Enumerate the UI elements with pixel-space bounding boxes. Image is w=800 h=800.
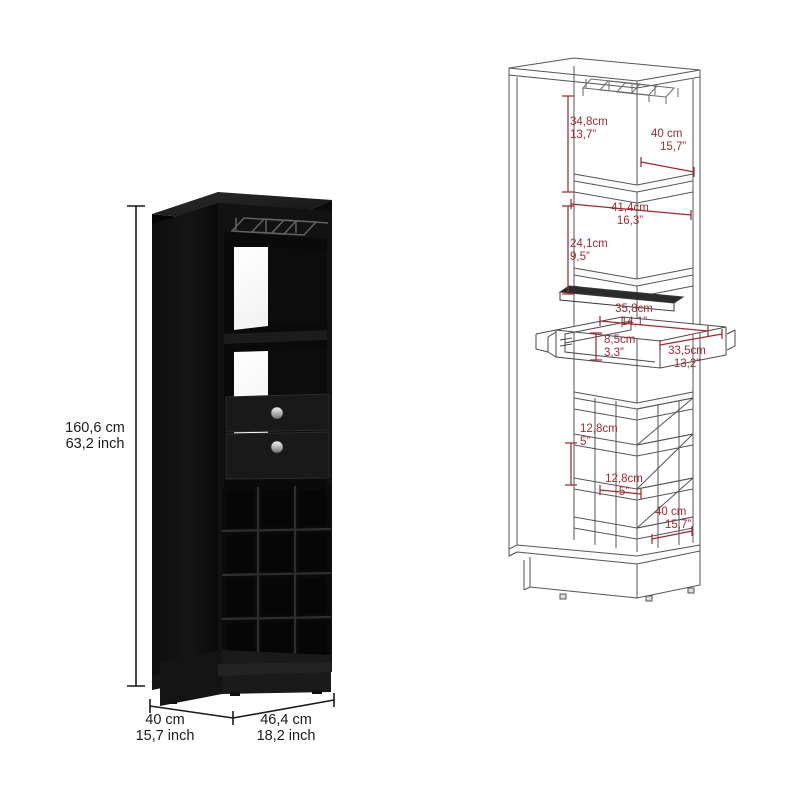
overall-width-label: 46,4 cm 18,2 inch bbox=[256, 712, 316, 745]
dim-label-cubby-height: 12,8cm 5” bbox=[580, 423, 618, 448]
dim-label-top-depth: 40 cm 15,7” bbox=[651, 128, 687, 153]
dim-label-shelf-width: 41,4cm 16,3” bbox=[611, 202, 649, 227]
dim-label-drawer-width: 35,8cm 14,1” bbox=[615, 303, 653, 328]
cabinet-left-side bbox=[152, 203, 218, 690]
upper-shelf-mirror-back bbox=[234, 247, 268, 330]
wine-rack-wireframe bbox=[573, 397, 694, 552]
drawer-extended bbox=[535, 316, 736, 369]
drawer-upper bbox=[225, 393, 330, 433]
depth-dimension-line bbox=[149, 705, 234, 719]
wireframe-structure bbox=[508, 57, 736, 602]
overall-height-label: 160,6 cm 63,2 inch bbox=[65, 420, 125, 453]
left-dimension-lines bbox=[127, 205, 335, 725]
overall-depth-label: 40 cm 15,7 inch bbox=[135, 712, 195, 745]
plinth-left bbox=[160, 650, 222, 706]
dim-label-stemware-height: 34,8cm 13,7” bbox=[570, 116, 608, 141]
cabinet-body bbox=[152, 192, 332, 706]
dim-label-drawer-height: 8,5cm 3,3” bbox=[604, 334, 636, 359]
dim-label-cubby-width: 12,8cm 5” bbox=[605, 473, 643, 498]
dim-label-shelf-height: 24,1cm 9,5” bbox=[570, 238, 608, 263]
drawer-knob bbox=[271, 441, 283, 453]
stemware-rack bbox=[230, 217, 329, 236]
dim-label-drawer-depth: 33,5cm 13,2” bbox=[668, 345, 706, 370]
wine-rack-grid bbox=[221, 485, 332, 662]
dim-label-base-depth: 40 cm 15,7” bbox=[655, 506, 692, 531]
drawer-lower bbox=[225, 431, 330, 480]
width-dimension-line bbox=[232, 699, 335, 719]
red-dimension-lines bbox=[562, 95, 723, 544]
middle-shelf-board bbox=[224, 330, 327, 344]
drawer-knob bbox=[271, 407, 283, 419]
